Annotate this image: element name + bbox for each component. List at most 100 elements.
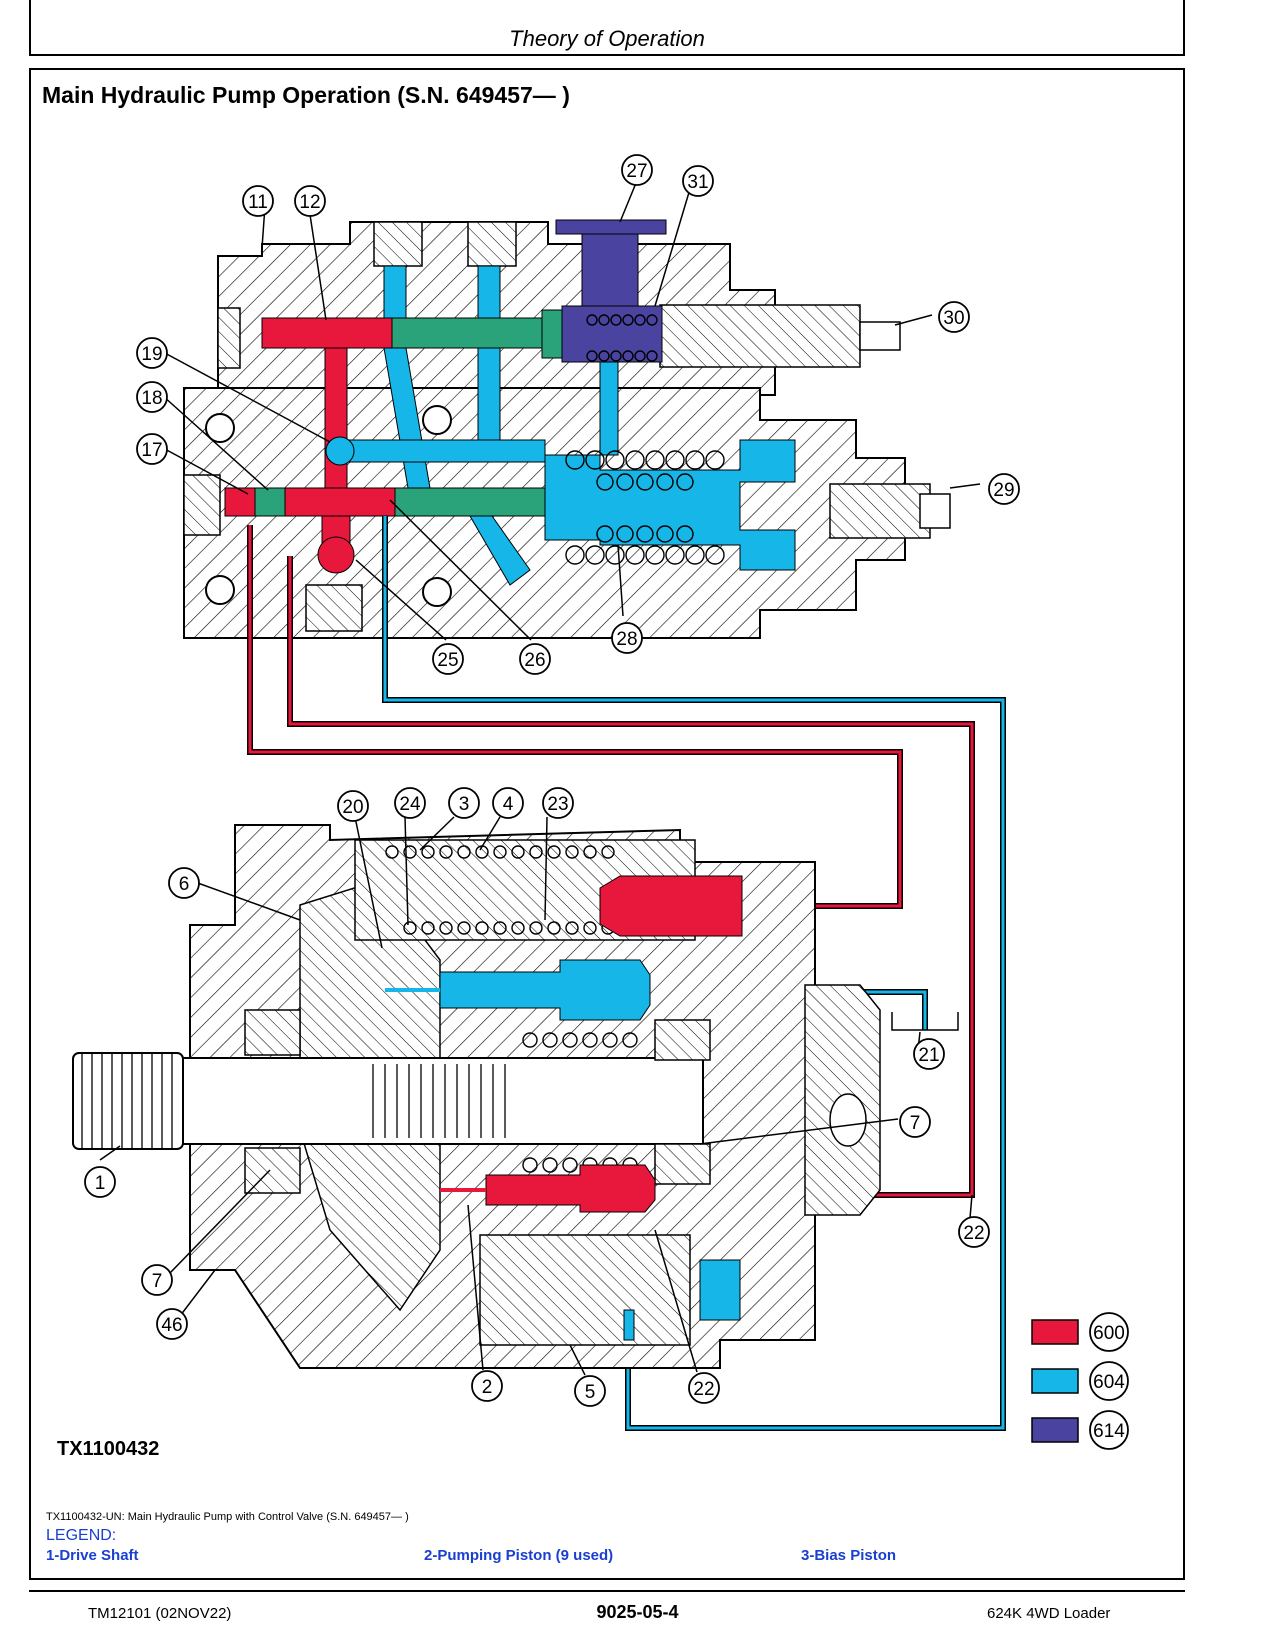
adjust-screw-29 (829, 483, 931, 539)
pump-assembly (72, 824, 881, 1369)
swatch-600 (1031, 1319, 1079, 1345)
svg-text:19: 19 (141, 344, 162, 365)
callout-1: 1 (84, 1166, 116, 1198)
svg-text:29: 29 (993, 480, 1014, 501)
callout-13: 17 (136, 433, 168, 465)
pumping-piston-604 (439, 959, 651, 1021)
callout-24: 24 (394, 787, 426, 819)
return-604-passages (325, 265, 796, 586)
callout-31: 31 (682, 165, 714, 197)
figure-id: TX1100432 (57, 1438, 160, 1460)
adjust-screw-30 (659, 304, 861, 368)
control-valve (183, 219, 951, 639)
legend-title: LEGEND: (46, 1527, 117, 1544)
port-plug-1 (373, 221, 423, 267)
svg-text:46: 46 (161, 1315, 182, 1336)
adjust-screw-29-tip (919, 493, 951, 529)
footer-page-number: 9025-05-4 (596, 1602, 679, 1622)
svg-text:5: 5 (585, 1382, 596, 1403)
swatch-604 (1031, 1368, 1079, 1394)
pilot-614 (555, 219, 667, 363)
svg-text:11: 11 (248, 192, 268, 213)
callout-18: 19 (136, 337, 168, 369)
svg-text:27: 27 (626, 161, 647, 182)
callout-46: 46 (156, 1308, 188, 1340)
svg-text:7: 7 (152, 1271, 163, 1292)
svg-text:3: 3 (459, 794, 470, 815)
svg-text:30: 30 (943, 308, 964, 329)
legend-item-drive-shaft: 1-Drive Shaft (46, 1547, 139, 1564)
callout-3: 3 (448, 787, 480, 819)
legend-item-pumping-piston: 2-Pumping Piston (9 used) (424, 1547, 614, 1564)
figure-frame (29, 68, 1185, 1580)
bias-piston-cylinder (479, 1234, 691, 1346)
port-plug-bottom (305, 584, 363, 632)
tank-symbol (891, 1012, 959, 1031)
code-circle-600 (1089, 1312, 1129, 1352)
callout-25: 27 (621, 154, 653, 186)
svg-text:12: 12 (299, 192, 320, 213)
callout-7-left: 7 (141, 1264, 173, 1296)
callout-26: 25 (432, 643, 464, 675)
callout-23: 23 (542, 787, 574, 819)
bolt-hole (205, 575, 235, 605)
bolt-hole (422, 405, 452, 435)
valve-end-cap-lower (183, 474, 221, 536)
adjust-screw-30-tip (859, 321, 901, 351)
svg-text:20: 20 (342, 797, 363, 818)
svg-text:22: 22 (963, 1223, 984, 1244)
line-600-outer-fill (248, 525, 902, 908)
callout-22: 22 (688, 1372, 720, 1404)
callout-21: 22 (958, 1216, 990, 1248)
bolt-hole (205, 413, 235, 443)
bolt-hole (422, 577, 452, 607)
callout-27: 26 (519, 643, 551, 675)
swatch-614 (1031, 1417, 1079, 1443)
callout-17: 18 (136, 381, 168, 413)
pumping-piston-600 (485, 1164, 656, 1213)
svg-text:25: 25 (437, 650, 458, 671)
bearings (244, 1009, 711, 1194)
figure-caption: TX1100432-UN: Main Hydraulic Pump with C… (46, 1511, 409, 1523)
svg-text:6: 6 (179, 874, 190, 895)
code-604: 604 (1093, 1372, 1125, 1393)
springs-pump (385, 845, 638, 1173)
svg-text:2: 2 (482, 1377, 493, 1398)
page-title: Main Hydraulic Pump Operation (S.N. 6494… (42, 82, 570, 108)
valve-end-cap (217, 307, 241, 369)
code-614: 614 (1093, 1421, 1125, 1442)
springs (565, 314, 725, 565)
footer-manual-id: TM12101 (02NOV22) (88, 1605, 232, 1622)
svg-text:31: 31 (687, 172, 708, 193)
drive-shaft (72, 1052, 704, 1150)
servo-piston-600 (599, 875, 743, 937)
bias-piston-604 (699, 1259, 741, 1321)
svg-text:1: 1 (95, 1173, 106, 1194)
end-cover-port (829, 1093, 867, 1147)
section-title: Theory of Operation (509, 26, 705, 51)
svg-text:4: 4 (503, 794, 514, 815)
svg-text:26: 26 (524, 650, 545, 671)
pump-fluid (385, 875, 743, 1341)
callout-5: 5 (574, 1375, 606, 1407)
bias-feed-604 (623, 1309, 635, 1341)
pressure-600-passages (224, 317, 396, 574)
callout-4: 4 (492, 787, 524, 819)
header-box: Theory of Operation (29, 0, 1185, 56)
svg-text:28: 28 (616, 629, 637, 650)
svg-text:21: 21 (918, 1045, 939, 1066)
callout-30: 30 (938, 301, 970, 333)
color-key: 600 604 614 (1031, 1312, 1129, 1450)
footer-rule (29, 1590, 1185, 1592)
shaft-body (182, 1057, 704, 1145)
callout-2: 2 (471, 1370, 503, 1402)
svg-text:7: 7 (910, 1113, 921, 1134)
code-circle-604 (1089, 1361, 1129, 1401)
callouts: 11 12 27 31 30 19 18 17 29 28 25 26 20 2… (84, 154, 1020, 1407)
shaft-spline (72, 1052, 184, 1150)
svg-text:23: 23 (547, 794, 568, 815)
line-604-outer-fill (383, 516, 1005, 1430)
callout-28: 28 (611, 622, 643, 654)
svg-text:18: 18 (141, 388, 162, 409)
